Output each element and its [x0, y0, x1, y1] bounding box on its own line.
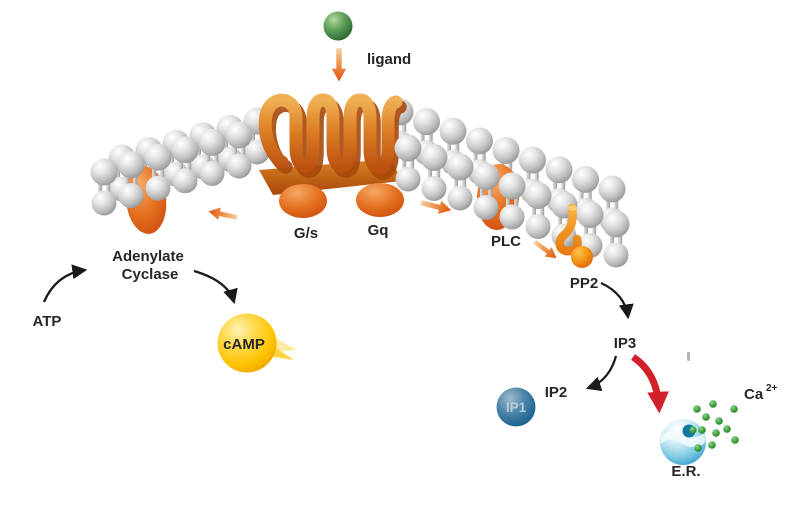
g-protein-gq [356, 183, 404, 217]
lipid-head [394, 134, 422, 162]
lipid-head [602, 210, 630, 238]
lipid-head [499, 204, 525, 230]
calcium-ion [708, 441, 716, 449]
calcium-ions [693, 400, 739, 452]
pp2-label: PP2 [570, 275, 598, 292]
lipid-head [545, 156, 573, 184]
calcium-ion [730, 405, 738, 413]
pp2-stem [555, 203, 582, 256]
lipid-head [439, 117, 467, 145]
ligand-label: ligand [367, 51, 411, 68]
lipid-head [519, 146, 546, 174]
er-organelle [660, 419, 706, 465]
ip3-label: IP3 [614, 335, 637, 352]
lipid-head [226, 153, 252, 179]
calcium-label: Ca [744, 386, 764, 403]
lipid-chain-left-front [90, 121, 253, 216]
lipid-head [198, 128, 226, 156]
calcium-ion [702, 413, 710, 421]
lipid-head [492, 137, 520, 164]
lipid-chain-right-front [394, 134, 630, 268]
ip1-molecule [496, 387, 536, 427]
adenylate-cyclase-label-line1: Adenylate [112, 248, 184, 265]
lipid-head [199, 160, 225, 186]
tick-mark [687, 352, 690, 361]
calcium-ion [723, 425, 731, 433]
calcium-label-superscript: 2+ [766, 383, 778, 394]
ip2-label: IP2 [545, 384, 568, 401]
lipid-head [172, 168, 198, 194]
gq-label: Gq [368, 222, 389, 239]
labels: ligand G/s Gq Adenylate Cyclase ATP cAMP… [33, 51, 778, 480]
lipid-head [466, 127, 493, 155]
signal-arrow-left [207, 205, 239, 224]
pp2-molecule [555, 203, 593, 268]
camp-molecule [217, 313, 297, 373]
camp-sphere [217, 313, 277, 373]
lipid-head [90, 158, 118, 186]
lipid-head [171, 136, 199, 164]
lipid-head [145, 175, 171, 201]
ip3-to-ip2-arrow [585, 355, 618, 392]
gs-label: G/s [294, 225, 318, 242]
atp-label: ATP [33, 313, 62, 330]
lipid-head [447, 185, 473, 211]
lipid-head [420, 144, 448, 171]
receptor-serpentine [258, 93, 403, 175]
calcium-ion [693, 405, 701, 413]
ligand-binding-arrow [331, 48, 347, 82]
lipid-head [117, 151, 145, 179]
lipid-head [472, 163, 500, 190]
ip3-to-er-arrow [630, 354, 669, 414]
receptor [258, 93, 407, 195]
g-protein-gs [279, 184, 327, 218]
calcium-ion [709, 400, 717, 408]
calcium-ion [715, 417, 723, 425]
lipid-head [603, 242, 629, 268]
lipid-head [91, 190, 117, 216]
pp2-ball [571, 246, 593, 268]
pp2-stem-cap [567, 205, 578, 211]
er-label: E.R. [671, 463, 700, 480]
calcium-ion [694, 444, 702, 452]
lipid-head [473, 195, 499, 220]
plc-label: PLC [491, 233, 521, 250]
lipid-head [446, 153, 474, 181]
lipid-head [144, 143, 172, 171]
atp-to-ac-arrow [42, 264, 88, 303]
lipid-head [421, 176, 447, 201]
lipid-head [395, 166, 421, 192]
pp2-to-ip3-arrow [600, 281, 634, 320]
lipid-head [576, 201, 604, 228]
lipid-head [525, 214, 551, 239]
lipid-head [524, 182, 552, 209]
er-wave-highlight [660, 429, 706, 447]
er-escaping-calcium [689, 426, 697, 434]
adenylate-cyclase-label-line2: Cyclase [122, 266, 179, 283]
calcium-ion [731, 436, 739, 444]
lipid-head [225, 121, 253, 149]
ligand-sphere [323, 11, 353, 41]
calcium-ion [712, 429, 720, 437]
camp-label: cAMP [223, 336, 265, 353]
lipid-head [413, 108, 440, 136]
lipid-head [572, 165, 599, 193]
calcium-ion [698, 426, 706, 434]
lipid-head [118, 183, 144, 209]
ip1-label: IP1 [506, 400, 527, 415]
lipid-head [598, 175, 626, 203]
lipid-head [498, 172, 526, 200]
ac-to-camp-arrow [193, 269, 238, 305]
